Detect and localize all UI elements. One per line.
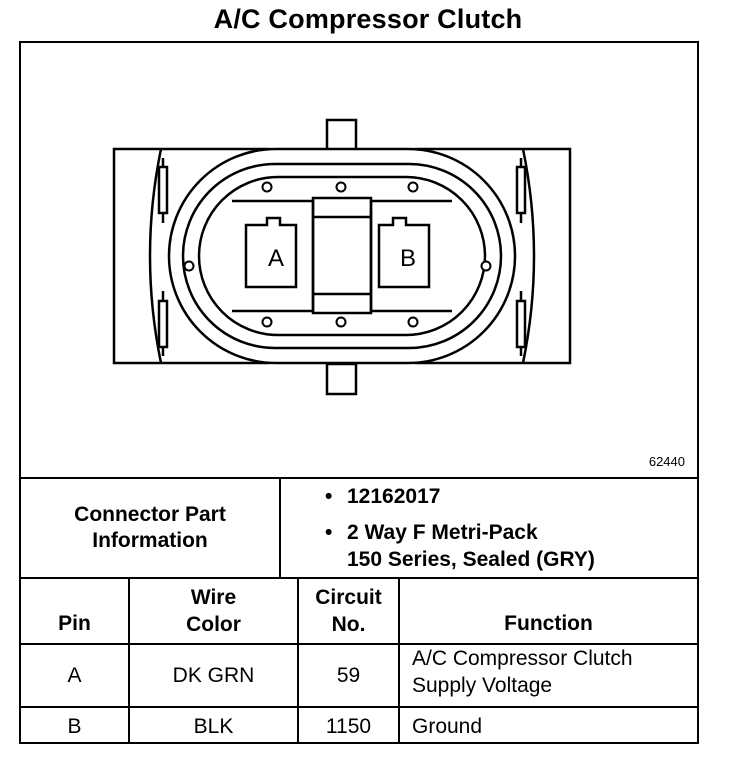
terminal-b-window: [377, 216, 431, 289]
seal-rib-dot: [335, 316, 347, 328]
bullet-icon: •: [325, 485, 333, 508]
divider: [21, 643, 697, 645]
header-line: No.: [331, 613, 366, 636]
connector-diagram: A B 62440: [21, 43, 697, 477]
row-b-pin: B: [67, 714, 82, 738]
left-body-curve: [148, 148, 163, 364]
description-line: 150 Series, Sealed (GRY): [347, 548, 595, 571]
function-line: Supply Voltage: [412, 674, 553, 697]
connector-info-details: • 12162017 • 2 Way F Metri-Pack 150 Series…: [281, 479, 697, 577]
bottom-lock-tab: [325, 362, 358, 396]
description-line: 2 Way F Metri-Pack: [347, 521, 538, 544]
seal-rib-dot: [183, 260, 195, 272]
row-b-circuit: 1150: [325, 714, 372, 738]
header-line: Circuit: [315, 586, 382, 609]
figure-number: 62440: [648, 454, 685, 469]
terminal-a-window: [244, 216, 298, 289]
bullet-icon: •: [325, 521, 333, 544]
row-a-wire-color: DK GRN: [172, 664, 255, 687]
middle-oval-seal: [181, 162, 503, 350]
divider: [21, 706, 697, 708]
header-function: Function: [504, 612, 593, 635]
right-lower-latch: [515, 299, 527, 349]
right-body-curve: [521, 148, 536, 364]
divider: [279, 477, 281, 577]
function-line: A/C Compressor Clutch: [412, 647, 633, 670]
divider: [398, 577, 400, 744]
header-wire-color: Wire Color: [130, 579, 297, 643]
seal-rib-dot: [335, 181, 347, 193]
connector-face-drawing: A B: [112, 118, 572, 396]
part-number-item: • 12162017: [325, 485, 440, 509]
seal-rib-dot: [407, 181, 419, 193]
connector-sheet: A B 62440 Connector Part Information • 12…: [19, 41, 699, 744]
pin-b-label: B: [400, 245, 416, 272]
pin-a-label: A: [268, 245, 284, 272]
seal-rib-dot: [407, 316, 419, 328]
divider: [21, 577, 697, 579]
left-lower-latch: [157, 299, 169, 349]
right-upper-latch: [515, 165, 527, 215]
center-divider: [311, 196, 373, 315]
row-a-circuit: 59: [336, 664, 361, 687]
divider: [128, 577, 130, 744]
page-title: A/C Compressor Clutch: [213, 4, 523, 34]
divider: [297, 577, 299, 744]
header-line: Color: [186, 613, 241, 636]
connector-info-label-line: Information: [92, 529, 208, 552]
row-a-pin: A: [67, 664, 82, 687]
connector-info-label: Connector Part Information: [21, 479, 279, 577]
row-a-function: A/C Compressor Clutch Supply Voltage: [400, 645, 697, 706]
seal-rib-dot: [261, 316, 273, 328]
seal-rib-dot: [480, 260, 492, 272]
header-line: Wire: [190, 586, 237, 609]
row-b-function: Ground: [412, 714, 483, 738]
divider: [21, 477, 697, 479]
header-pin: Pin: [58, 612, 91, 635]
left-upper-latch: [157, 165, 169, 215]
top-lock-tab: [325, 118, 358, 152]
header-circuit: Circuit No.: [299, 579, 398, 643]
outer-oval-seal: [167, 147, 517, 365]
seal-rib-dot: [261, 181, 273, 193]
connector-info-label-line: Connector Part: [74, 503, 226, 526]
description-item: • 2 Way F Metri-Pack 150 Series, Sealed (…: [325, 519, 595, 573]
row-b-wire-color: BLK: [193, 714, 234, 738]
part-number: 12162017: [347, 485, 441, 508]
inner-oval-seal: [197, 175, 487, 337]
